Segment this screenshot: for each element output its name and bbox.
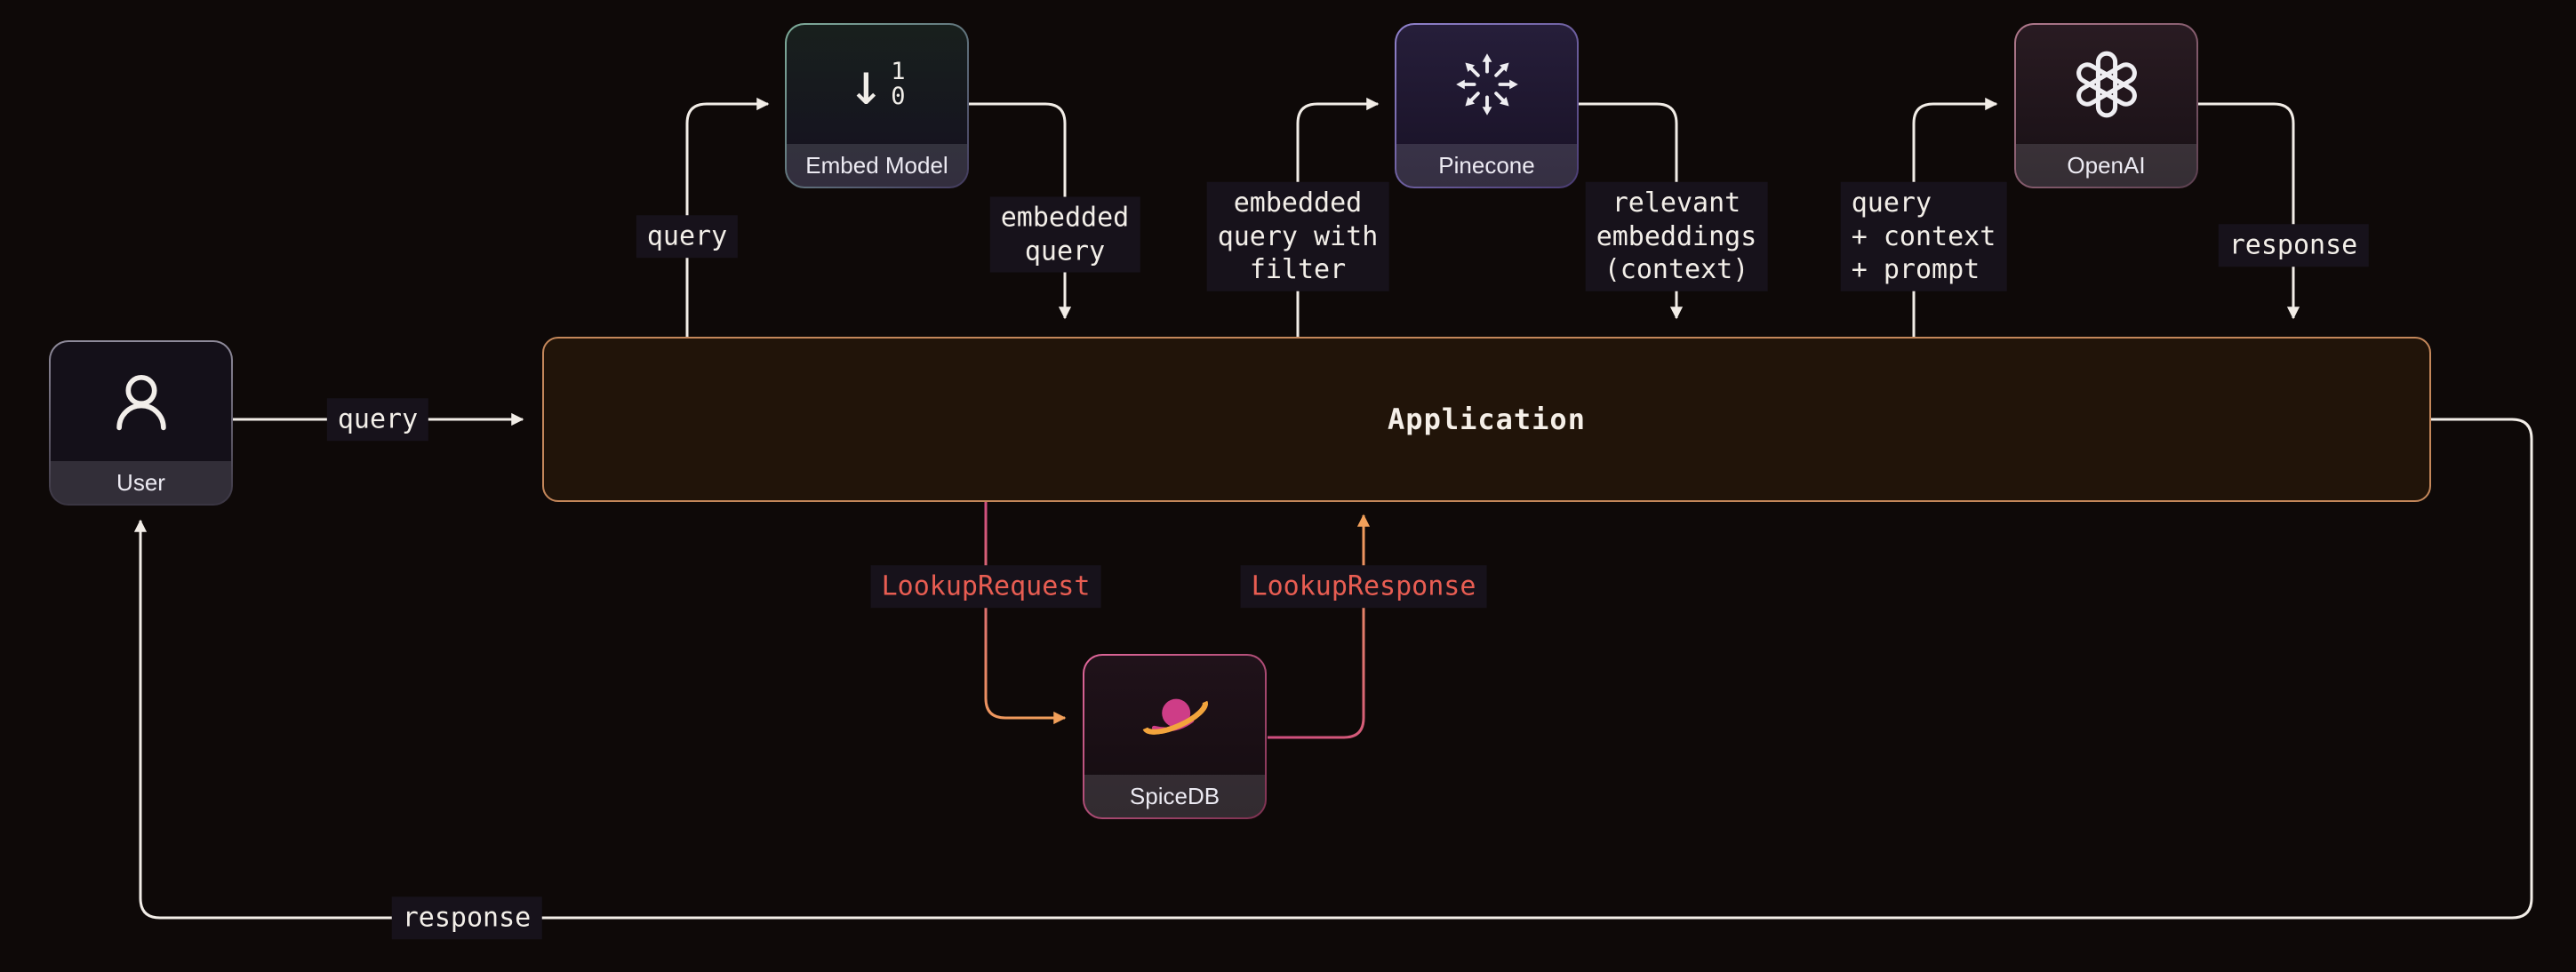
edge-lookup-response	[1268, 514, 1371, 739]
edge-label-relevant-embeddings: relevant embeddings (context)	[1585, 181, 1768, 291]
embed-model-icon-area: ↓ 1 0	[787, 25, 967, 144]
node-user-label: User	[51, 461, 231, 504]
node-embed-model-label: Embed Model	[787, 144, 967, 187]
edge-label-query-context-prompt: query + context + prompt	[1840, 181, 2007, 291]
down-arrow-icon: ↓	[848, 50, 884, 118]
user-icon	[116, 375, 166, 431]
user-icon-area	[51, 342, 231, 461]
edge-label-embed-query: query	[636, 215, 739, 258]
edge-label-embedded-query: embedded query	[989, 196, 1140, 273]
edge-label-lookup-request: LookupRequest	[870, 565, 1101, 608]
embed-model-icon: ↓ 1 0	[848, 55, 905, 114]
edge-label-lookup-response: LookupResponse	[1240, 565, 1487, 608]
node-openai: OpenAI	[2014, 23, 2198, 188]
edge-label-user-query: query	[326, 398, 429, 441]
node-user: User	[49, 340, 233, 506]
edge-embed-to-application	[969, 102, 1072, 320]
edge-label-openai-response: response	[2218, 224, 2369, 267]
spicedb-icon	[1142, 698, 1208, 735]
application-label: Application	[1388, 402, 1586, 436]
node-embed-model: ↓ 1 0 Embed Model	[785, 23, 969, 188]
node-openai-label: OpenAI	[2016, 144, 2196, 187]
edge-application-to-embed	[685, 97, 770, 337]
edge-application-to-user-response	[133, 418, 2533, 920]
edge-label-final-response: response	[391, 896, 542, 939]
node-spicedb-label: SpiceDB	[1084, 775, 1265, 817]
edge-application-to-pinecone	[1296, 97, 1380, 337]
pinecone-icon	[1455, 53, 1518, 116]
node-pinecone-label: Pinecone	[1396, 144, 1577, 187]
node-spicedb: SpiceDB	[1083, 654, 1267, 819]
edge-application-to-openai	[1912, 97, 1998, 337]
binary-bits-icon: 1 0	[891, 57, 906, 110]
edge-label-embedded-query-filter: embedded query with filter	[1206, 181, 1389, 291]
node-pinecone: Pinecone	[1395, 23, 1579, 188]
openai-icon-area	[2016, 25, 2196, 144]
bit-top: 1	[891, 57, 906, 85]
bit-bottom: 0	[891, 83, 906, 110]
edge-lookup-request	[984, 502, 1067, 725]
openai-icon	[2076, 51, 2137, 118]
edge-openai-to-application	[2198, 102, 2300, 320]
edge-pinecone-to-application	[1579, 102, 1684, 320]
application-box: Application	[542, 337, 2431, 502]
spicedb-icon-area	[1084, 656, 1265, 775]
pinecone-icon-area	[1396, 25, 1577, 144]
